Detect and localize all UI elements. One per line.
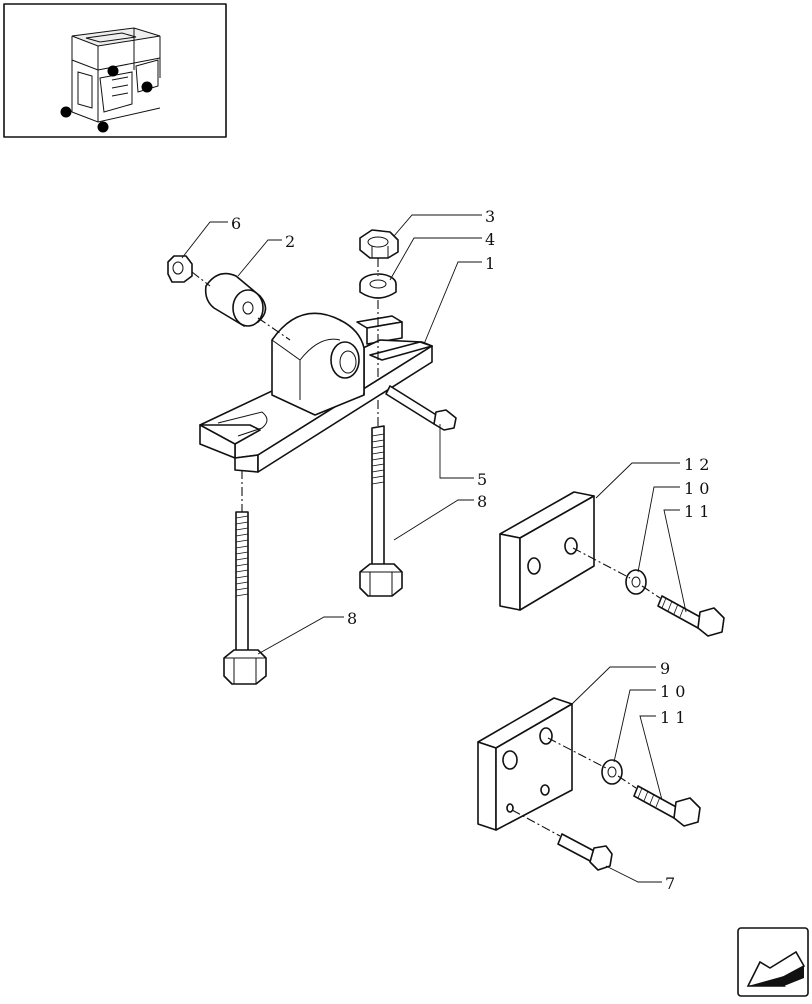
callout-10-upper: 1 0 — [684, 479, 709, 498]
next-page-arrow-icon[interactable] — [737, 927, 809, 997]
washer-4 — [359, 273, 397, 299]
callout-1: 1 — [485, 254, 495, 273]
hex-nut-3 — [359, 229, 399, 259]
leader-lines — [181, 214, 687, 883]
callout-7: 7 — [665, 874, 675, 893]
callout-labels: 6 2 3 4 1 5 8 8 1 2 1 0 1 1 9 1 0 1 1 7 — [231, 207, 709, 893]
bolt-7 — [557, 833, 613, 871]
bolt-5 — [385, 385, 457, 431]
bolt-11-lower — [633, 785, 701, 827]
rubber-spacer-2 — [204, 272, 267, 327]
washer-10-upper — [625, 569, 647, 595]
lock-nut-6 — [167, 255, 193, 283]
callout-8-right: 8 — [477, 492, 487, 511]
callout-2: 2 — [285, 232, 295, 251]
long-bolt-8-left — [223, 511, 267, 685]
washer-10-lower — [601, 759, 623, 785]
bolt-11-upper — [657, 595, 725, 637]
callout-11-lower: 1 1 — [660, 708, 685, 727]
plate-9 — [477, 697, 573, 831]
mounting-bracket — [199, 312, 433, 473]
callout-11-upper: 1 1 — [684, 502, 709, 521]
callout-6: 6 — [231, 214, 241, 233]
assembly-axis-lines — [191, 258, 661, 837]
tractor-cab-locator-icon[interactable] — [3, 3, 227, 138]
plate-12 — [499, 491, 595, 611]
callout-3: 3 — [485, 207, 495, 226]
callout-5: 5 — [477, 470, 487, 489]
long-bolt-8-right — [359, 425, 403, 597]
callout-12: 1 2 — [684, 455, 709, 474]
callout-9: 9 — [660, 659, 670, 678]
callout-10-lower: 1 0 — [660, 682, 685, 701]
callout-8-left: 8 — [347, 609, 357, 628]
callout-4: 4 — [485, 230, 495, 249]
